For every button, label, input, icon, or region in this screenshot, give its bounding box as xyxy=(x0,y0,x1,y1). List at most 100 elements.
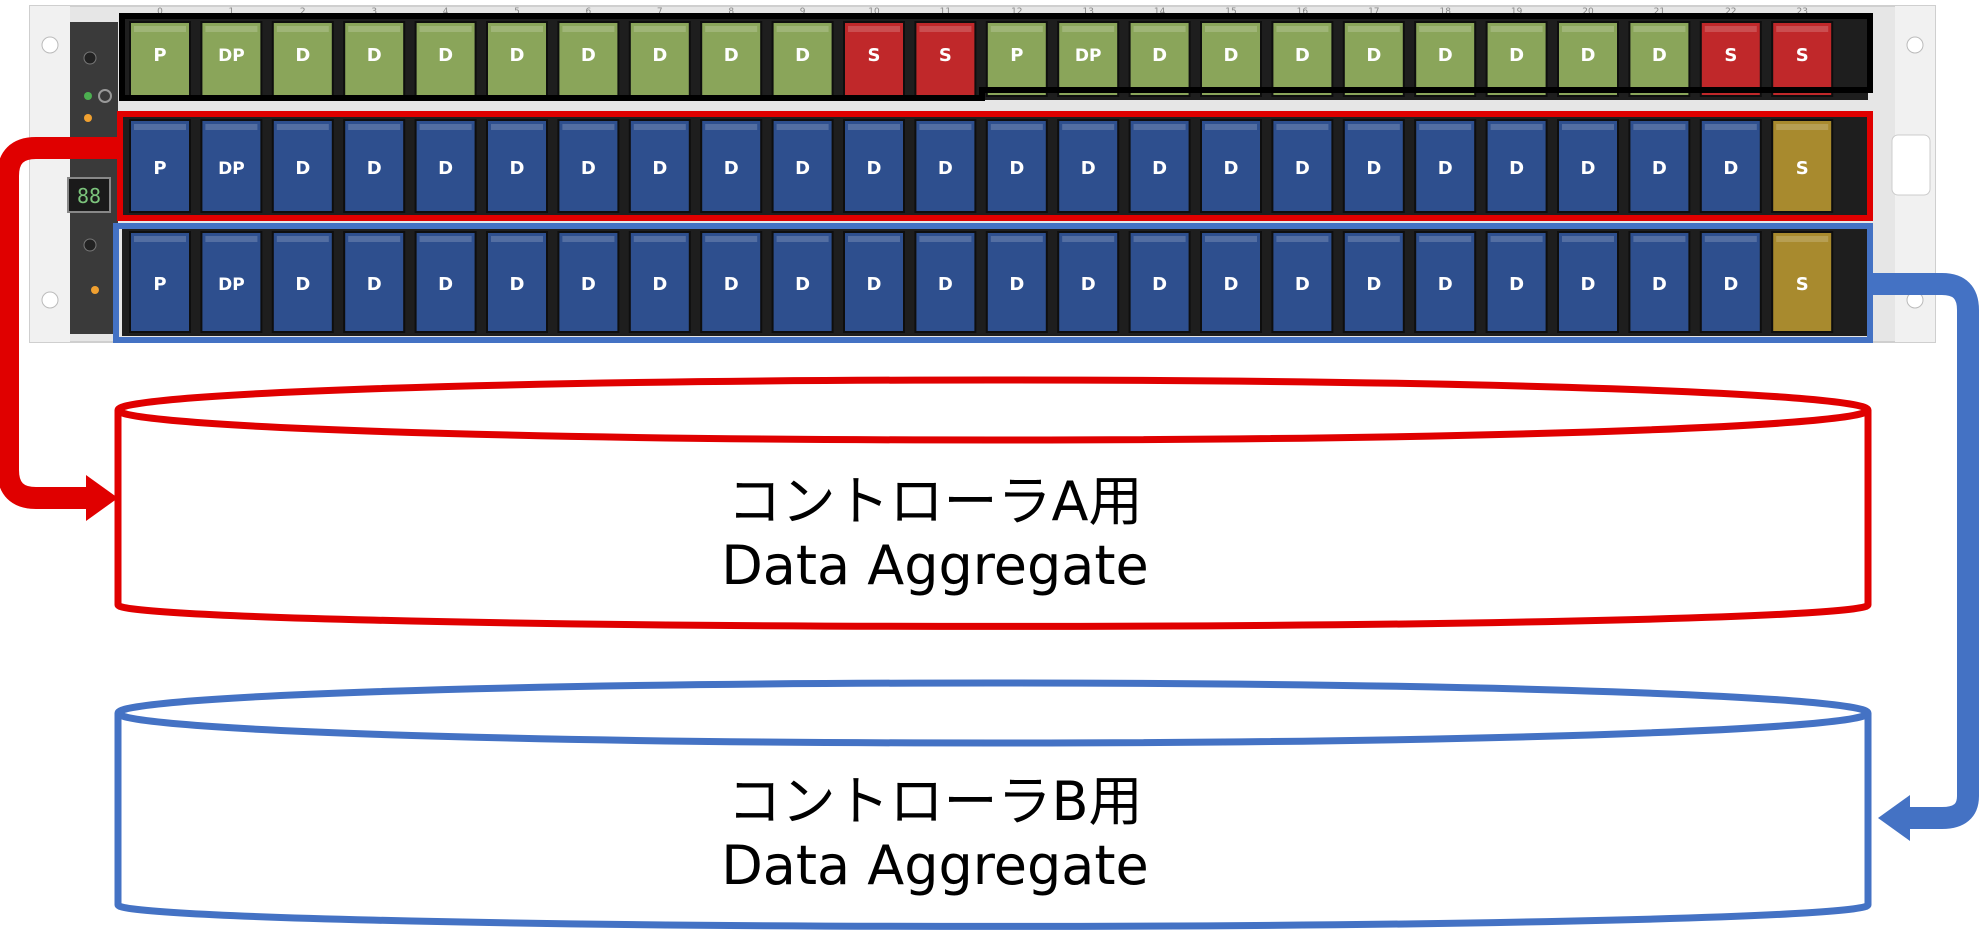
disk-drive xyxy=(700,21,763,97)
disk-bay: D xyxy=(1628,119,1691,213)
controller-b-arrow xyxy=(1870,273,1979,841)
disk-drive-handle xyxy=(1133,236,1186,242)
disk-role-label: D xyxy=(1152,158,1167,179)
disk-role-label: D xyxy=(1723,274,1738,295)
disk-drive xyxy=(271,21,334,97)
disk-bay: S xyxy=(1771,21,1834,97)
disk-drive xyxy=(843,21,905,97)
disk-bay: D xyxy=(700,231,763,333)
bay-number: 19 xyxy=(1511,7,1523,17)
disk-drive xyxy=(1057,231,1120,333)
disk-bay: D xyxy=(1342,21,1405,97)
disk-drive-handle xyxy=(1276,236,1329,242)
disk-drive xyxy=(343,119,406,213)
disk-drive-handle xyxy=(705,26,758,32)
disk-bay: D xyxy=(1699,119,1762,213)
disk-drive-handle xyxy=(1347,236,1400,242)
disk-role-label: D xyxy=(1509,274,1524,295)
disk-bay: D xyxy=(414,119,477,213)
disk-bay: D xyxy=(700,21,763,97)
disk-drive xyxy=(486,119,548,213)
disk-drive xyxy=(1485,21,1548,97)
disk-drive-handle xyxy=(990,236,1043,242)
disk-drive xyxy=(1699,21,1762,97)
disk-drive-handle xyxy=(134,26,186,32)
bay-number: 16 xyxy=(1297,7,1309,17)
disk-drive xyxy=(1128,231,1191,333)
disk-drive xyxy=(271,119,334,213)
disk-bay: D xyxy=(1200,21,1262,97)
disk-drive-handle xyxy=(1276,124,1329,130)
disk-drive xyxy=(343,21,406,97)
disk-role-label: D xyxy=(295,158,310,179)
disk-drive-handle xyxy=(1419,236,1472,242)
disk-drive-handle xyxy=(705,236,758,242)
disk-bay: D xyxy=(771,119,834,213)
disk-drive xyxy=(914,231,977,333)
disk-bay: S xyxy=(1699,21,1762,97)
disk-drive-handle xyxy=(1490,124,1543,130)
bay-number: 12 xyxy=(1011,7,1022,17)
disk-bay: D xyxy=(271,21,334,97)
disk-drive xyxy=(914,21,977,97)
disk-drive-handle xyxy=(205,124,258,130)
disk-drive-handle xyxy=(848,26,900,32)
disk-role-label: S xyxy=(1796,274,1809,295)
disk-drive xyxy=(1557,21,1619,97)
disk-bay: DP xyxy=(200,231,263,333)
shelf-control-panel: 88 xyxy=(67,22,118,334)
disk-role-label: P xyxy=(1010,45,1023,66)
disk-bay: D xyxy=(628,21,691,97)
disk-role-label: D xyxy=(295,45,310,66)
disk-role-label: D xyxy=(1438,45,1453,66)
disk-role-label: D xyxy=(1295,274,1310,295)
disk-drive-handle xyxy=(276,26,329,32)
disk-role-label: D xyxy=(1224,45,1239,66)
disk-drive xyxy=(700,119,763,213)
disk-bay: D xyxy=(1628,231,1691,333)
disk-drive xyxy=(771,231,834,333)
disk-drive xyxy=(486,231,548,333)
disk-role-label: D xyxy=(367,45,382,66)
disk-drive xyxy=(1128,119,1191,213)
disk-role-label: D xyxy=(1081,158,1096,179)
disk-bay: D xyxy=(914,119,977,213)
disk-drive xyxy=(200,21,263,97)
disk-drive-handle xyxy=(1205,26,1257,32)
disk-role-label: D xyxy=(652,158,667,179)
disk-drive xyxy=(129,119,191,213)
disk-drive-handle xyxy=(919,236,972,242)
disk-role-label: D xyxy=(1581,45,1596,66)
disk-drive-handle xyxy=(1133,124,1186,130)
disk-bay: D xyxy=(557,231,620,333)
aggregate-a-title: コントローラA用 xyxy=(727,470,1143,533)
disk-role-label: D xyxy=(1366,274,1381,295)
disk-drive xyxy=(414,231,477,333)
disk-bay: D xyxy=(771,21,834,97)
disk-drive xyxy=(1414,21,1477,97)
disk-drive xyxy=(1200,231,1262,333)
disk-role-label: D xyxy=(1652,158,1667,179)
bay-number: 21 xyxy=(1654,7,1665,17)
disk-bay: D xyxy=(343,231,406,333)
disk-drive xyxy=(1414,231,1477,333)
disk-drive xyxy=(1128,21,1191,97)
disk-role-label: D xyxy=(510,274,525,295)
disk-role-label: P xyxy=(153,45,166,66)
disk-drive-handle xyxy=(848,236,900,242)
disk-drive xyxy=(414,119,477,213)
disk-drive-handle xyxy=(134,236,186,242)
disk-drive-handle xyxy=(205,236,258,242)
disk-bay: D xyxy=(628,119,691,213)
disk-drive xyxy=(200,231,263,333)
disk-drive xyxy=(628,231,691,333)
disk-drive-handle xyxy=(276,124,329,130)
disk-drive-handle xyxy=(776,236,829,242)
disk-bay: D xyxy=(1271,21,1334,97)
disk-drive xyxy=(843,119,905,213)
disk-bay: D xyxy=(1628,21,1691,97)
bay-number: 14 xyxy=(1154,7,1166,17)
disk-drive-handle xyxy=(776,124,829,130)
